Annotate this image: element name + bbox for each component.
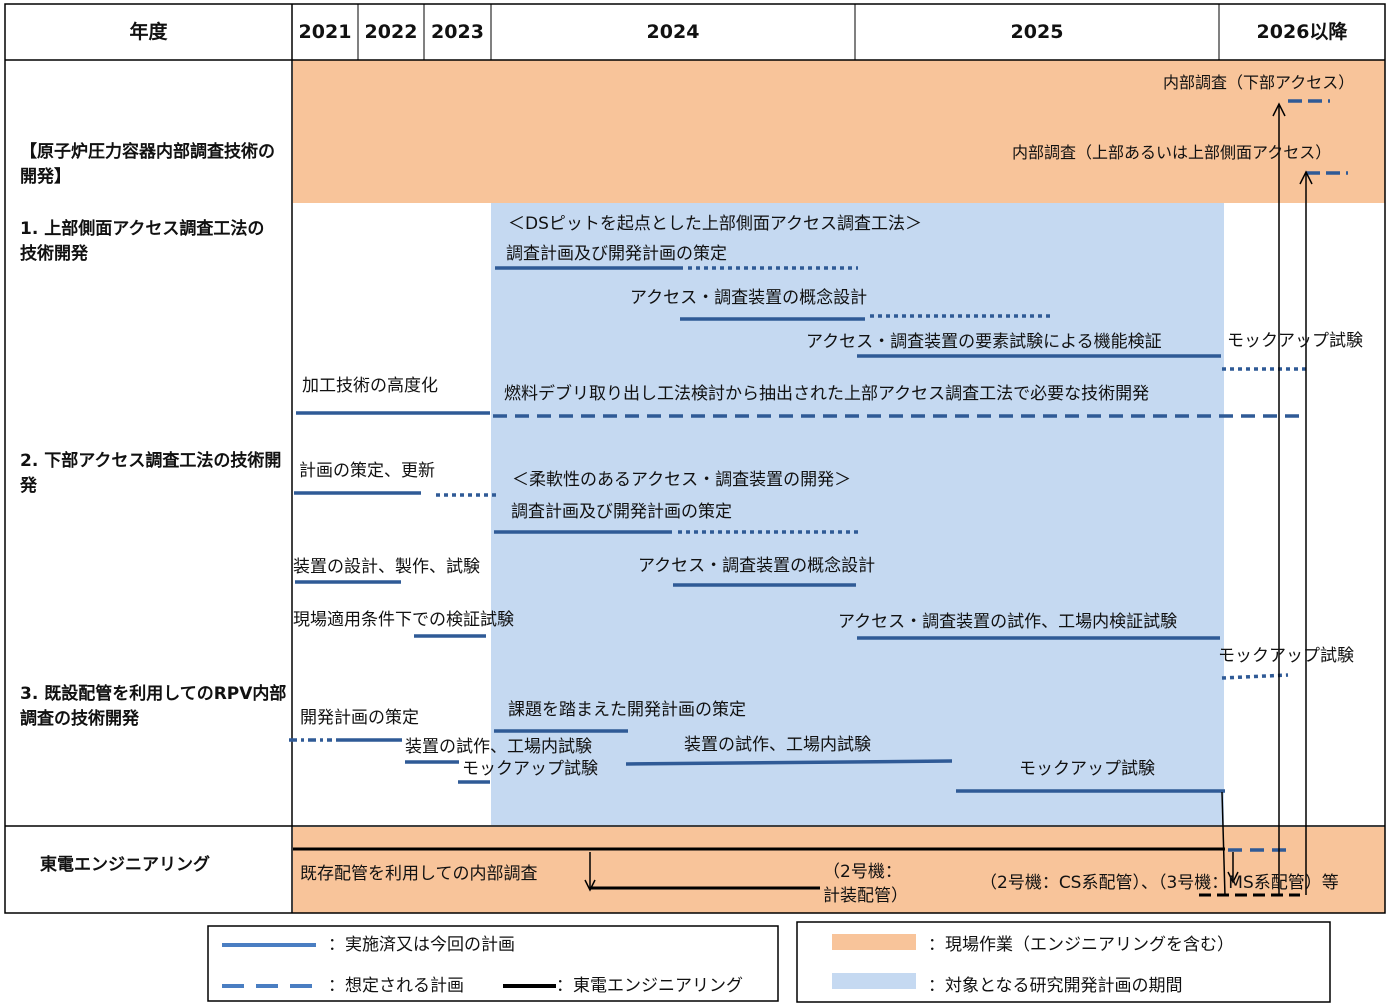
item1-processing: 加工技術の高度化 [302,376,438,396]
item1-heading: ＜DSピットを起点とした上部側面アクセス調査工法＞ [508,214,923,234]
item2-field-test: 現場適用条件下での検証試験 [293,610,514,630]
header-year-2022: 2022 [364,21,418,43]
item3-mockup-a: モックアップ試験 [462,759,598,779]
item2-mockup: モックアップ試験 [1218,646,1354,666]
tepco-existing: 既存配管を利用しての内部調査 [300,864,538,884]
item1-fuel-debris: 燃料デブリ取り出し工法検討から抽出された上部アクセス調査工法で必要な技術開発 [504,384,1150,404]
section-item2: 2. 下部アクセス調査工法の技術開発 [20,451,282,496]
item2-heading: ＜柔軟性のあるアクセス・調査装置の開発＞ [512,470,852,490]
section-item1: 1. 上部側面アクセス調査工法の技術開発 [20,219,265,264]
legend-period: ：対象となる研究開発計画の期間 [928,976,1183,996]
legend-field-swatch [832,934,916,950]
section-rpv-title: 【原子炉圧力容器内部調査技術の開発】 [20,142,275,187]
item3-issue-plan: 課題を踏まえた開発計画の策定 [508,700,746,720]
item2-prototype: アクセス・調査装置の試作、工場内検証試験 [838,612,1178,632]
legend-field: ：現場作業（エンジニアリングを含む） [928,935,1234,955]
item1-concept: アクセス・調査装置の概念設計 [630,288,868,308]
field-work-band-top [293,60,1385,203]
item1-element-test: アクセス・調査装置の要素試験による機能検証 [806,332,1162,352]
item2-device-design: 装置の設計、製作、試験 [293,557,480,577]
header-year-2025: 2025 [1010,21,1064,43]
legend-done: ：実施済又は今回の計画 [328,935,515,955]
legend-expected: ：想定される計画 [328,976,464,996]
item2-plan: 調査計画及び開発計画の策定 [511,502,732,522]
section-item3: 3. 既設配管を利用してのRPV内部調査の技術開発 [20,684,287,729]
header-year-2024: 2024 [646,21,700,43]
header-year-2026: 2026以降 [1256,21,1348,43]
item3-dev-plan: 開発計画の策定 [300,708,419,728]
legend-period-swatch [832,973,916,989]
header-year-2023: 2023 [431,21,484,43]
tepco-unit2-3: （2号機：CS系配管）、（3号機：MS系配管）等 [980,873,1339,893]
item3-prototype-b: 装置の試作、工場内試験 [684,735,871,755]
item3-prototype-a: 装置の試作、工場内試験 [405,737,592,757]
field-lower-access: 内部調査（下部アクセス） [1163,73,1355,92]
item3-mockup-b: モックアップ試験 [1019,759,1155,779]
field-work-band-tepco [293,827,1385,913]
legend-tepco: ：東電エンジニアリング [556,976,743,996]
item1-plan: 調査計画及び開発計画の策定 [506,244,727,264]
tepco-unit2-b: 計装配管） [823,886,908,906]
item2-plan-update: 計画の策定、更新 [299,461,435,481]
tepco-unit2-a: （2号機： [823,862,902,882]
header-year-2021: 2021 [298,21,352,43]
item2-concept: アクセス・調査装置の概念設計 [638,556,876,576]
rd-period-area [491,203,1224,825]
field-upper-access: 内部調査（上部あるいは上部側面アクセス） [1012,143,1332,162]
header-year-label: 年度 [129,21,168,43]
item1-mockup: モックアップ試験 [1227,331,1363,351]
section-tepco: 東電エンジニアリング [40,855,210,875]
